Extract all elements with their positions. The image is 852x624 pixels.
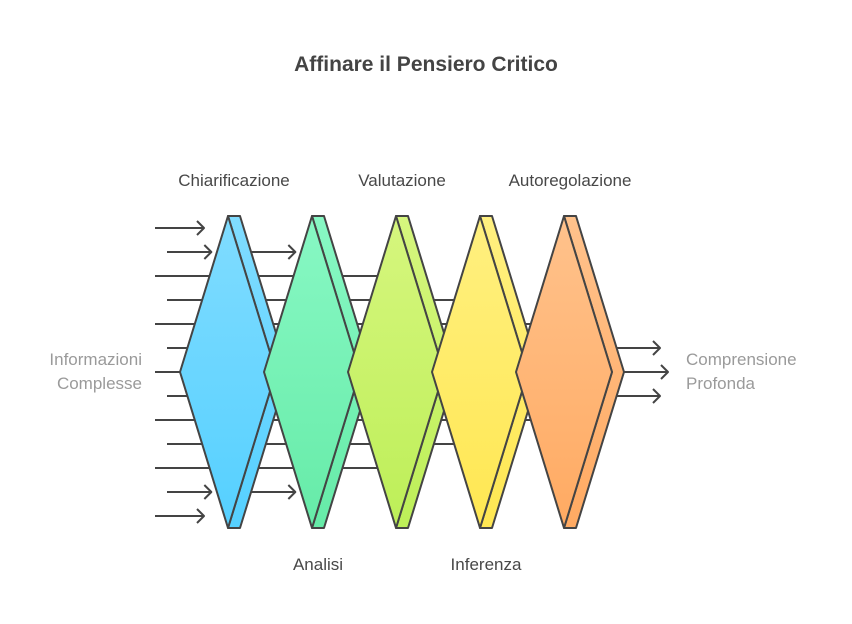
output-label-line2: Profonda [686,374,755,393]
flow-arrow [251,484,297,500]
stage-label-valutazione: Valutazione [358,171,446,190]
stage-shape-5 [515,215,625,529]
output-label-line1: Comprensione [686,350,797,369]
output-label: Comprensione Profonda [686,348,797,396]
output-arrow [616,340,661,356]
diagram-title: Affinare il Pensiero Critico [294,53,558,76]
input-arrow [155,508,205,524]
stage-label-inferenza: Inferenza [450,555,522,574]
input-label-line1: Informazioni [49,350,142,369]
stage-label-analisi: Analisi [292,555,344,574]
input-arrow [167,484,213,500]
output-arrow [624,364,669,380]
input-arrow [155,220,205,236]
stage-label-chiarificazione: Chiarificazione [178,171,290,190]
flow-arrow [251,244,297,260]
input-label-line2: Complesse [56,374,142,393]
stage-label-autoregolazione: Autoregolazione [508,171,632,190]
input-arrow [167,244,213,260]
input-label: Informazioni Complesse [49,348,142,396]
output-arrow [616,388,661,404]
